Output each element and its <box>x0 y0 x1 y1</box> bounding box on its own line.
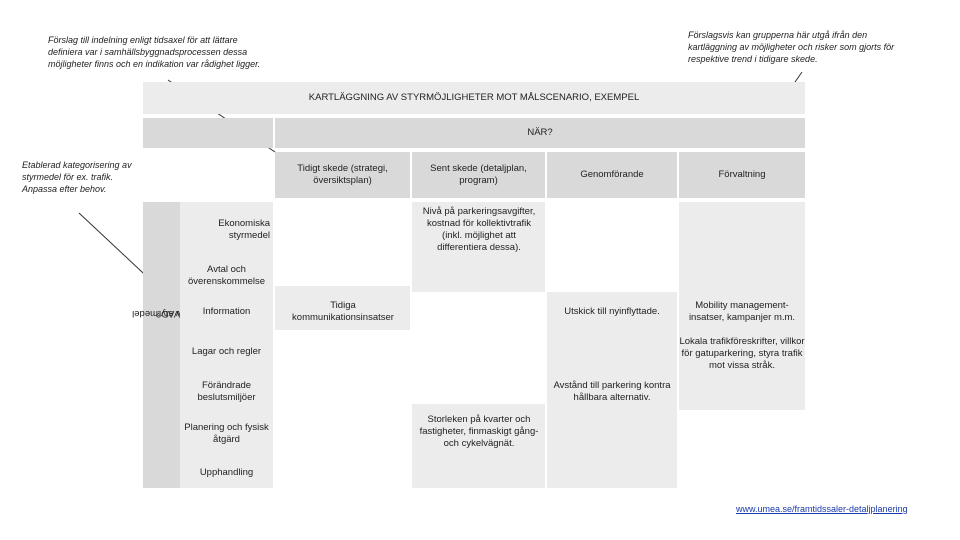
row-label-agreement: Avtal och överenskommelse <box>187 264 266 287</box>
cell-white-d <box>275 330 410 488</box>
row-label-information: Information <box>202 306 251 317</box>
when-header: NÄR? <box>275 118 805 148</box>
cell-decision-impl: Avstånd till parkering kontra hållbara a… <box>553 380 671 403</box>
row-label-decision-env: Förändrade beslutsmiljöer <box>197 380 256 403</box>
cell-laws-mgmt: Lokala trafikföreskrifter, villkor för g… <box>679 336 805 371</box>
vad-column <box>143 202 180 488</box>
row-label-laws: Lagar och regler <box>191 346 262 357</box>
cell-economic-late: Nivå på parkeringsavgifter, kostnad för … <box>422 206 536 253</box>
row-label-planning: Planering och fysisk åtgärd <box>184 422 269 445</box>
row-label-column <box>180 202 273 488</box>
column-header-early: Tidigt skede (strategi, översiktsplan) <box>275 152 410 198</box>
note-categorisation: Etablerad kategorisering av styrmedel fö… <box>22 160 132 194</box>
row-label-economic: Ekonomiska styrmedel <box>218 218 270 241</box>
column-header-implementation: Genomförande <box>547 152 677 198</box>
cell-white-a <box>275 202 410 286</box>
cell-white-b <box>412 292 545 404</box>
column-header-management: Förvaltning <box>679 152 805 198</box>
footer-link[interactable]: www.umea.se/framtidssaler-detaljplanerin… <box>736 504 908 514</box>
cell-white-e <box>679 410 805 488</box>
cell-information-impl: Utskick till nyinflyttade. <box>564 306 660 317</box>
row-label-procurement: Upphandling <box>199 467 254 478</box>
note-grouping: Förslagsvis kan grupperna här utgå ifrån… <box>688 30 895 64</box>
cell-planning-late: Storleken på kvarter och fastigheter, fi… <box>419 414 539 449</box>
note-timeline: Förslag till indelning enligt tidsaxel f… <box>48 35 261 69</box>
cell-white-c <box>547 202 677 292</box>
column-header-late: Sent skede (detaljplan, program) <box>412 152 545 198</box>
cell-information-early: Tidiga kommunikationsinsatser <box>292 300 394 323</box>
cell-information-mgmt: Mobility management-insatser, kampanjer … <box>688 300 796 323</box>
header-spacer <box>143 118 273 148</box>
table-title: KARTLÄGGNING AV STYRMÖJLIGHETER MOT MÅLS… <box>143 82 805 114</box>
